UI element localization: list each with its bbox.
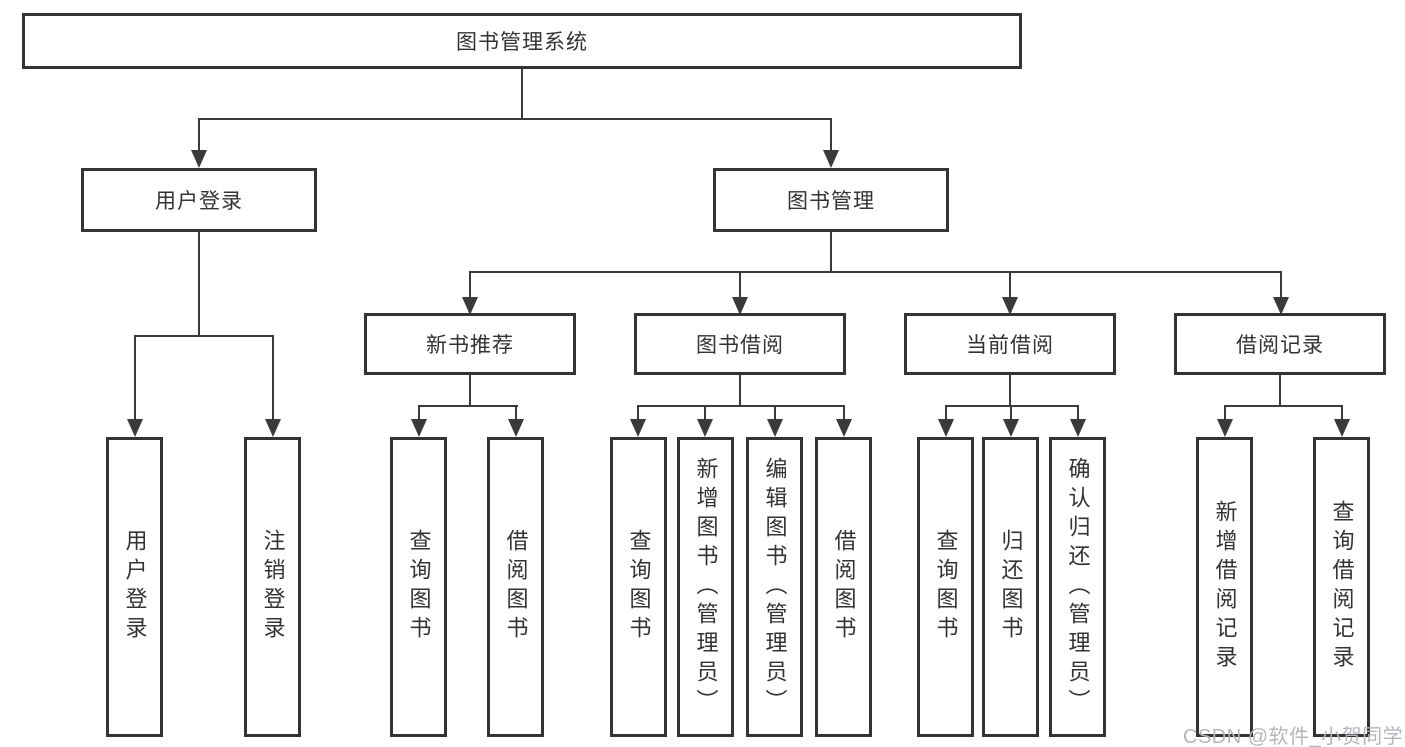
connector-drop-borrowing-records bbox=[1280, 271, 1282, 297]
connector-drop bbox=[843, 405, 845, 419]
node-new-book-recommend-label: 新书推荐 bbox=[426, 334, 514, 357]
leaf-logout: 注销登录 bbox=[244, 437, 301, 737]
connector-drop-new-book bbox=[469, 271, 471, 297]
arrow-down-icon bbox=[1334, 419, 1350, 437]
arrow-down-icon bbox=[127, 419, 143, 437]
connector-drop bbox=[1224, 405, 1226, 419]
leaf-return-books: 归还图书 bbox=[982, 437, 1039, 737]
connector-current-borrowing-hbar bbox=[945, 405, 1079, 407]
arrow-down-icon bbox=[630, 419, 646, 437]
node-current-borrowing-label: 当前借阅 bbox=[966, 334, 1054, 357]
leaf-query-books-borrowing: 查询图书 bbox=[610, 437, 667, 737]
connector-root-hbar bbox=[198, 118, 832, 120]
connector-root-stem bbox=[521, 69, 523, 119]
leaf-edit-books-admin: 编辑图书（管理员） bbox=[746, 437, 803, 737]
arrow-down-icon bbox=[1003, 419, 1019, 437]
connector-drop-user-login bbox=[198, 118, 200, 150]
arrow-down-icon bbox=[1002, 297, 1018, 315]
leaf-label: 注销登录 bbox=[260, 529, 286, 645]
leaf-label: 新增图书（管理员） bbox=[693, 456, 719, 718]
node-borrowing-records: 借阅记录 bbox=[1174, 313, 1386, 375]
leaf-label: 查询图书 bbox=[406, 529, 432, 645]
arrow-down-icon bbox=[767, 419, 783, 437]
leaf-label: 查询图书 bbox=[933, 529, 959, 645]
leaf-label: 编辑图书（管理员） bbox=[762, 456, 788, 718]
arrow-down-icon bbox=[836, 419, 852, 437]
connector-drop bbox=[637, 405, 639, 419]
leaf-user-login: 用户登录 bbox=[106, 437, 163, 737]
leaf-label: 查询借阅记录 bbox=[1329, 500, 1355, 674]
leaf-label: 新增借阅记录 bbox=[1212, 500, 1238, 674]
node-book-borrowing-label: 图书借阅 bbox=[696, 334, 784, 357]
leaf-add-books-admin: 新增图书（管理员） bbox=[677, 437, 734, 737]
connector-drop bbox=[515, 405, 517, 419]
node-book-management: 图书管理 bbox=[713, 168, 949, 232]
connector-drop bbox=[774, 405, 776, 419]
connector-drop-current-borrowing bbox=[1009, 271, 1011, 297]
arrow-down-icon bbox=[411, 419, 427, 437]
node-root: 图书管理系统 bbox=[22, 13, 1022, 69]
connector-book-management-stem bbox=[830, 232, 832, 272]
connector-borrowing-records-hbar bbox=[1224, 405, 1343, 407]
connector-book-management-hbar bbox=[469, 271, 1282, 273]
leaf-confirm-return-admin: 确认归还（管理员） bbox=[1049, 437, 1106, 737]
node-borrowing-records-label: 借阅记录 bbox=[1236, 334, 1324, 357]
leaf-add-borrow-record: 新增借阅记录 bbox=[1196, 437, 1253, 737]
leaf-borrow-books-recommend: 借阅图书 bbox=[487, 437, 544, 737]
leaf-label: 确认归还（管理员） bbox=[1065, 456, 1091, 718]
leaf-borrow-books: 借阅图书 bbox=[815, 437, 872, 737]
arrow-down-icon bbox=[265, 419, 281, 437]
node-user-login: 用户登录 bbox=[81, 168, 317, 232]
connector-user-login-stem bbox=[198, 232, 200, 335]
leaf-query-books-current: 查询图书 bbox=[917, 437, 974, 737]
connector-drop bbox=[704, 405, 706, 419]
arrow-down-icon bbox=[508, 419, 524, 437]
connector-drop-book-borrowing bbox=[739, 271, 741, 297]
arrow-down-icon bbox=[1217, 419, 1233, 437]
node-current-borrowing: 当前借阅 bbox=[904, 313, 1116, 375]
connector-new-book-stem bbox=[469, 375, 471, 406]
leaf-label: 查询图书 bbox=[626, 529, 652, 645]
connector-drop bbox=[418, 405, 420, 419]
node-book-borrowing: 图书借阅 bbox=[634, 313, 846, 375]
connector-drop bbox=[1010, 405, 1012, 419]
leaf-label: 借阅图书 bbox=[503, 529, 529, 645]
connector-drop-book-management bbox=[830, 118, 832, 150]
arrow-down-icon bbox=[462, 297, 478, 315]
connector-drop bbox=[1341, 405, 1343, 419]
arrow-down-icon bbox=[1070, 419, 1086, 437]
arrow-down-icon bbox=[697, 419, 713, 437]
csdn-watermark: CSDN @软件_小贺同学 bbox=[1183, 726, 1404, 747]
connector-book-borrowing-stem bbox=[739, 375, 741, 406]
node-book-management-label: 图书管理 bbox=[787, 190, 875, 213]
leaf-label: 借阅图书 bbox=[831, 529, 857, 645]
arrow-down-icon bbox=[938, 419, 954, 437]
arrow-down-icon bbox=[732, 297, 748, 315]
leaf-label: 归还图书 bbox=[998, 529, 1024, 645]
connector-borrowing-records-stem bbox=[1279, 375, 1281, 406]
connector-new-book-hbar bbox=[418, 405, 518, 407]
connector-drop-login-leaf bbox=[134, 335, 136, 419]
leaf-query-borrow-record: 查询借阅记录 bbox=[1313, 437, 1370, 737]
leaf-query-books-recommend: 查询图书 bbox=[390, 437, 447, 737]
node-root-label: 图书管理系统 bbox=[456, 31, 588, 54]
connector-user-login-hbar bbox=[134, 335, 274, 337]
connector-drop-logout-leaf bbox=[272, 335, 274, 419]
node-new-book-recommend: 新书推荐 bbox=[364, 313, 576, 375]
connector-drop bbox=[1077, 405, 1079, 419]
leaf-label: 用户登录 bbox=[122, 529, 148, 645]
arrow-down-icon bbox=[191, 150, 207, 168]
connector-drop bbox=[945, 405, 947, 419]
arrow-down-icon bbox=[823, 150, 839, 168]
connector-book-borrowing-hbar bbox=[637, 405, 845, 407]
connector-current-borrowing-stem bbox=[1009, 375, 1011, 406]
node-user-login-label: 用户登录 bbox=[155, 190, 243, 213]
arrow-down-icon bbox=[1273, 297, 1289, 315]
